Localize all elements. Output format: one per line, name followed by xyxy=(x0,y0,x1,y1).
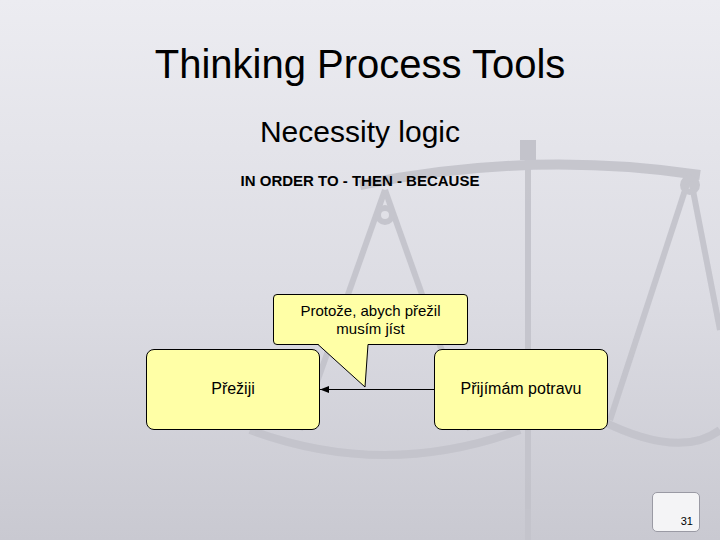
page-number: 31 xyxy=(652,492,700,532)
logic-caption: IN ORDER TO - THEN - BECAUSE xyxy=(0,172,720,189)
necessity-arrow xyxy=(320,389,434,390)
node-text: Přijímám potravu xyxy=(455,380,588,398)
subtitle: Necessity logic xyxy=(0,115,720,149)
logic-box: Přijímám potravu xyxy=(434,349,608,430)
slide-title: Thinking Process Tools xyxy=(0,42,720,87)
logic-box: Přežiji xyxy=(146,349,320,430)
callout-tail xyxy=(318,344,368,387)
node-text: Přežiji xyxy=(205,380,261,398)
node-text: Protože, abych přežil musím jíst xyxy=(274,302,467,337)
callout-box: Protože, abych přežil musím jíst xyxy=(273,294,468,345)
